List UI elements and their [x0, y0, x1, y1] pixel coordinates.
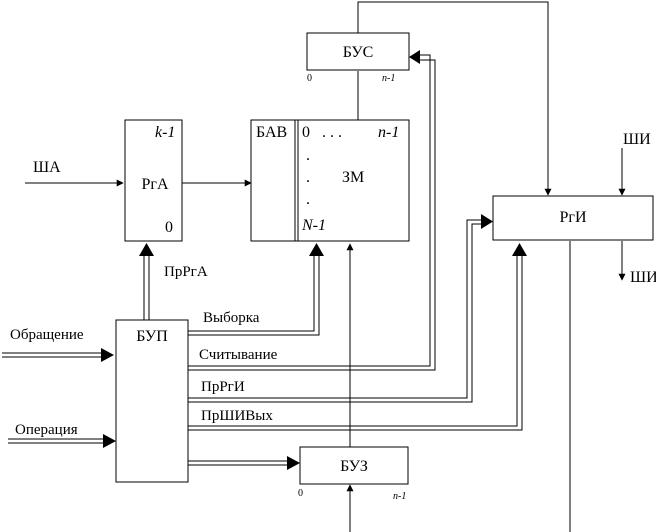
bup-to-buz-arrow [287, 456, 300, 470]
rga-label: РгА [141, 176, 168, 193]
bup-block: БУП [115, 319, 189, 483]
zm-row-last: n-1 [378, 124, 399, 141]
buz-label: БУЗ [340, 458, 368, 475]
vyborka-arrow [309, 243, 324, 256]
shi-out-label: ШИ [630, 269, 656, 286]
prshivyh-label: ПрШИВых [201, 408, 273, 424]
obraschenie-label: Обращение [10, 327, 84, 343]
operaciya-label: Операция [15, 422, 78, 438]
prshivyh-arrow [512, 243, 527, 256]
buz-bit-low: 0 [298, 488, 303, 499]
operaciya-arrow [103, 434, 116, 448]
rga-block: k-1 РгА 0 [124, 119, 183, 242]
memory-block: БАВ 0 . . . n-1 . . . ЗМ N-1 [250, 119, 410, 242]
schityvanie-label: Считывание [199, 347, 278, 363]
prshivyh-line-a [188, 256, 518, 427]
vyborka-line-b [188, 256, 320, 336]
obraschenie-arrow [101, 348, 114, 362]
zm-col-dot-2: . [306, 169, 310, 186]
sha-label: ША [33, 159, 61, 176]
prrga-label: ПрРгА [164, 264, 208, 280]
zm-row-dots: . . . [322, 124, 342, 141]
bus-to-rgi-line [357, 1, 552, 196]
rgi-block: РгИ [492, 195, 654, 241]
bus-bit-low: 0 [307, 73, 312, 84]
prrga-arrow [139, 243, 154, 256]
rga-bit-high: k-1 [155, 124, 175, 141]
bus-label: БУС [343, 44, 374, 61]
bup-label: БУП [136, 328, 168, 345]
bus-bit-high: n-1 [382, 73, 395, 84]
zm-col-dot-1: . [306, 147, 310, 164]
zm-label: ЗМ [342, 169, 364, 186]
prrgi-line-b [188, 223, 482, 403]
prshivyh-line-b [188, 256, 523, 431]
schityvanie-line-a [188, 54, 431, 367]
schityvanie-arrow [409, 50, 420, 64]
schityvanie-line-b [188, 59, 436, 371]
prrgi-arrow [481, 214, 493, 229]
rgi-label: РгИ [559, 209, 586, 226]
zm-col-dot-3: . [306, 191, 310, 208]
shi-in-label: ШИ [623, 131, 651, 148]
prrgi-line-a [188, 219, 482, 399]
zm-col-last: N-1 [301, 217, 326, 234]
vyborka-line-a [188, 256, 315, 332]
zm-row-first: 0 [302, 124, 310, 141]
prrgi-label: ПрРгИ [201, 379, 245, 395]
bav-label: БАВ [256, 124, 287, 141]
vyborka-label: Выборка [203, 310, 260, 326]
bus-block: БУС 0 n-1 [306, 32, 410, 84]
rga-bit-low: 0 [165, 219, 173, 236]
buz-block: БУЗ 0 n-1 [298, 446, 409, 502]
buz-bit-high: n-1 [393, 491, 406, 502]
